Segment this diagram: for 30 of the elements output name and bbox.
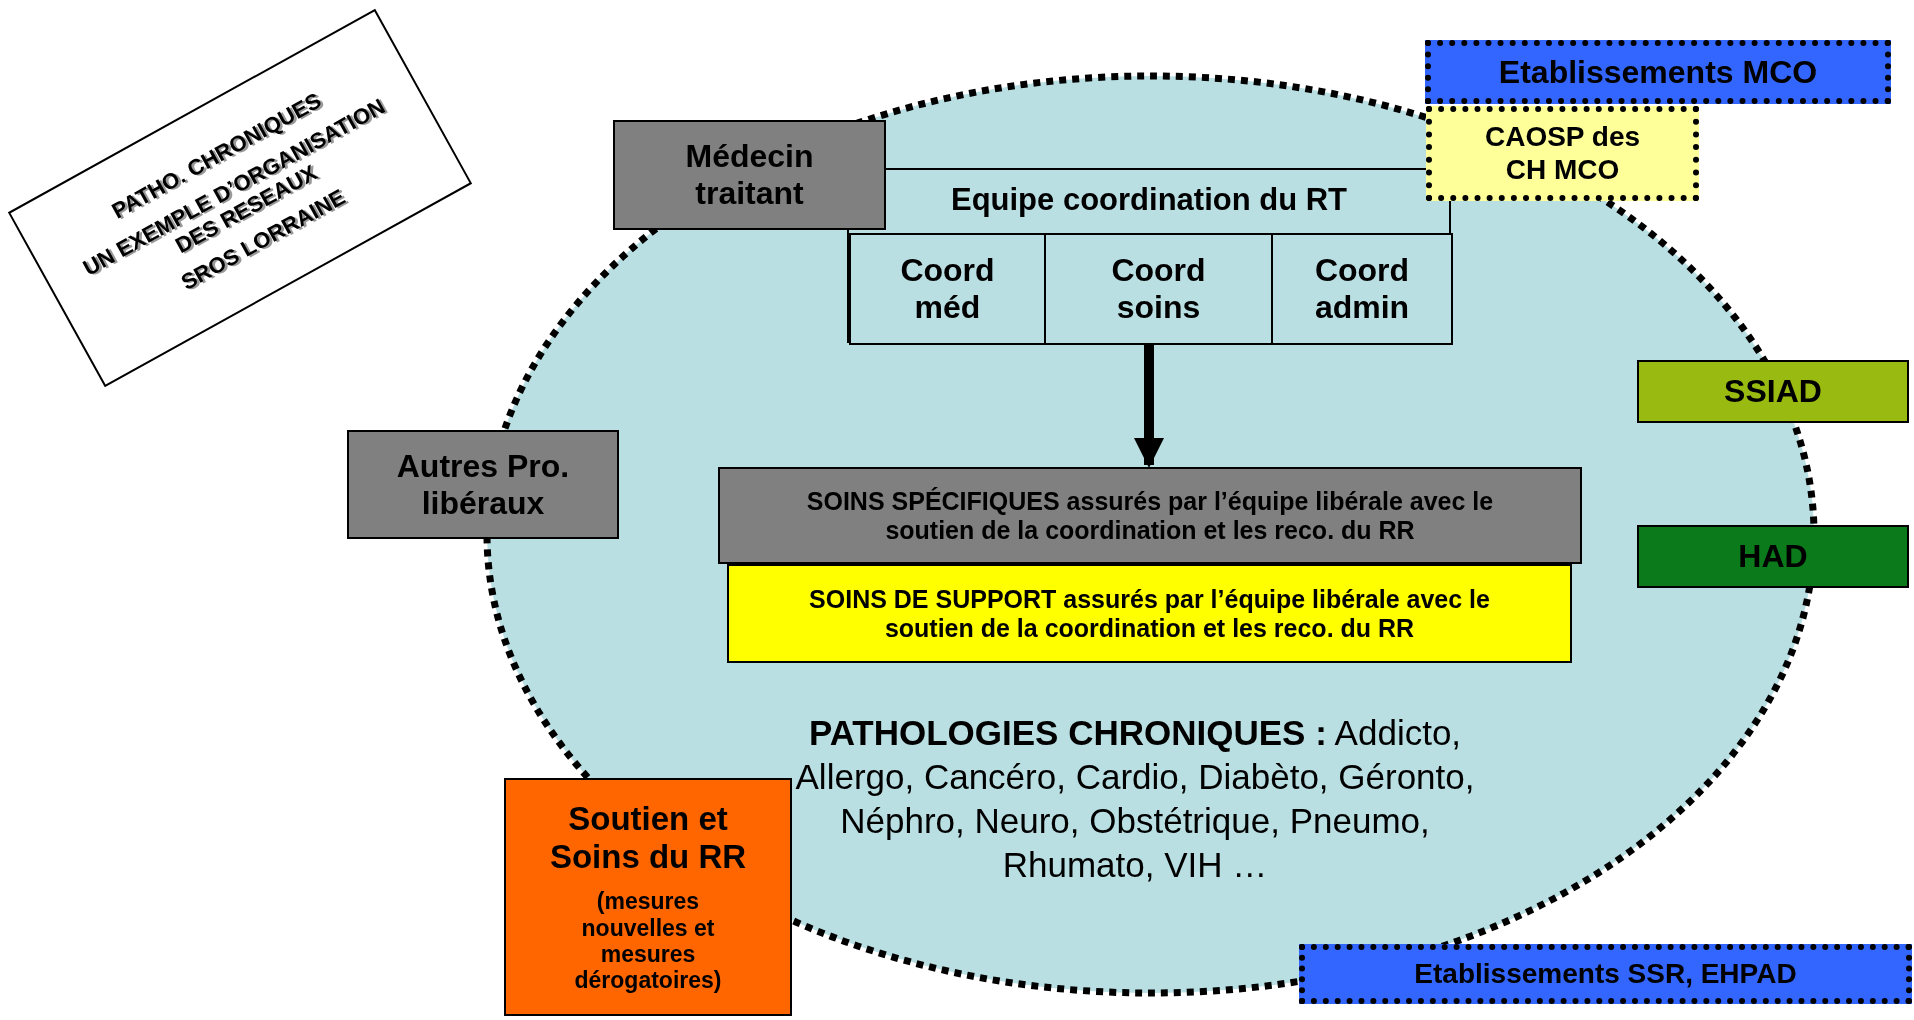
- box-label: Médecin traitant: [684, 138, 815, 212]
- box-note: (mesures nouvelles et mesures dérogatoires): [573, 888, 723, 994]
- box-label: Autres Pro. libéraux: [395, 447, 571, 522]
- box-label: Etablissements MCO: [1498, 53, 1818, 91]
- team-table: [847, 168, 1451, 343]
- box-label: Soutien et Soins du RR: [548, 800, 748, 877]
- care-box: [727, 564, 1572, 663]
- box-label: HAD: [1738, 538, 1808, 575]
- table-cell: [849, 233, 1046, 345]
- care-box: [718, 467, 1582, 564]
- table-cell: [1271, 233, 1453, 345]
- pathology-list: PATHOLOGIES CHRONIQUES : Addicto, Allergo, Cancéro, Cardio, Diabèto, Géronto, Néphro, Neuro, Obstétrique, Pneumo, Rhumato, VIH …: [795, 711, 1475, 887]
- role-box: [347, 430, 619, 539]
- box-label: CAOSP des CH MCO: [1483, 121, 1642, 186]
- table-header: Equipe coordination du RT: [950, 181, 1348, 219]
- box-label: Coord soins: [1110, 252, 1207, 326]
- box-label: SSIAD: [1724, 373, 1822, 410]
- facility-box: [1425, 40, 1891, 104]
- facility-box: [1426, 106, 1699, 201]
- service-box: [1637, 525, 1909, 588]
- box-label: Coord admin: [1313, 252, 1411, 326]
- support-box: [504, 778, 792, 1016]
- table-cell: [1044, 233, 1273, 345]
- box-label: Coord méd: [899, 252, 996, 326]
- arrow: [1134, 345, 1164, 468]
- box-label: SOINS DE SUPPORT assurés par l’équipe libérale avec le soutien de la coordination et les reco. du RR: [808, 584, 1491, 643]
- service-box: [1637, 360, 1909, 423]
- facility-box: [1299, 944, 1912, 1004]
- box-label: SOINS SPÉCIFIQUES assurés par l’équipe libérale avec le soutien de la coordination et les reco. du RR: [805, 486, 1495, 545]
- box-label: Etablissements SSR, EHPAD: [1414, 957, 1797, 991]
